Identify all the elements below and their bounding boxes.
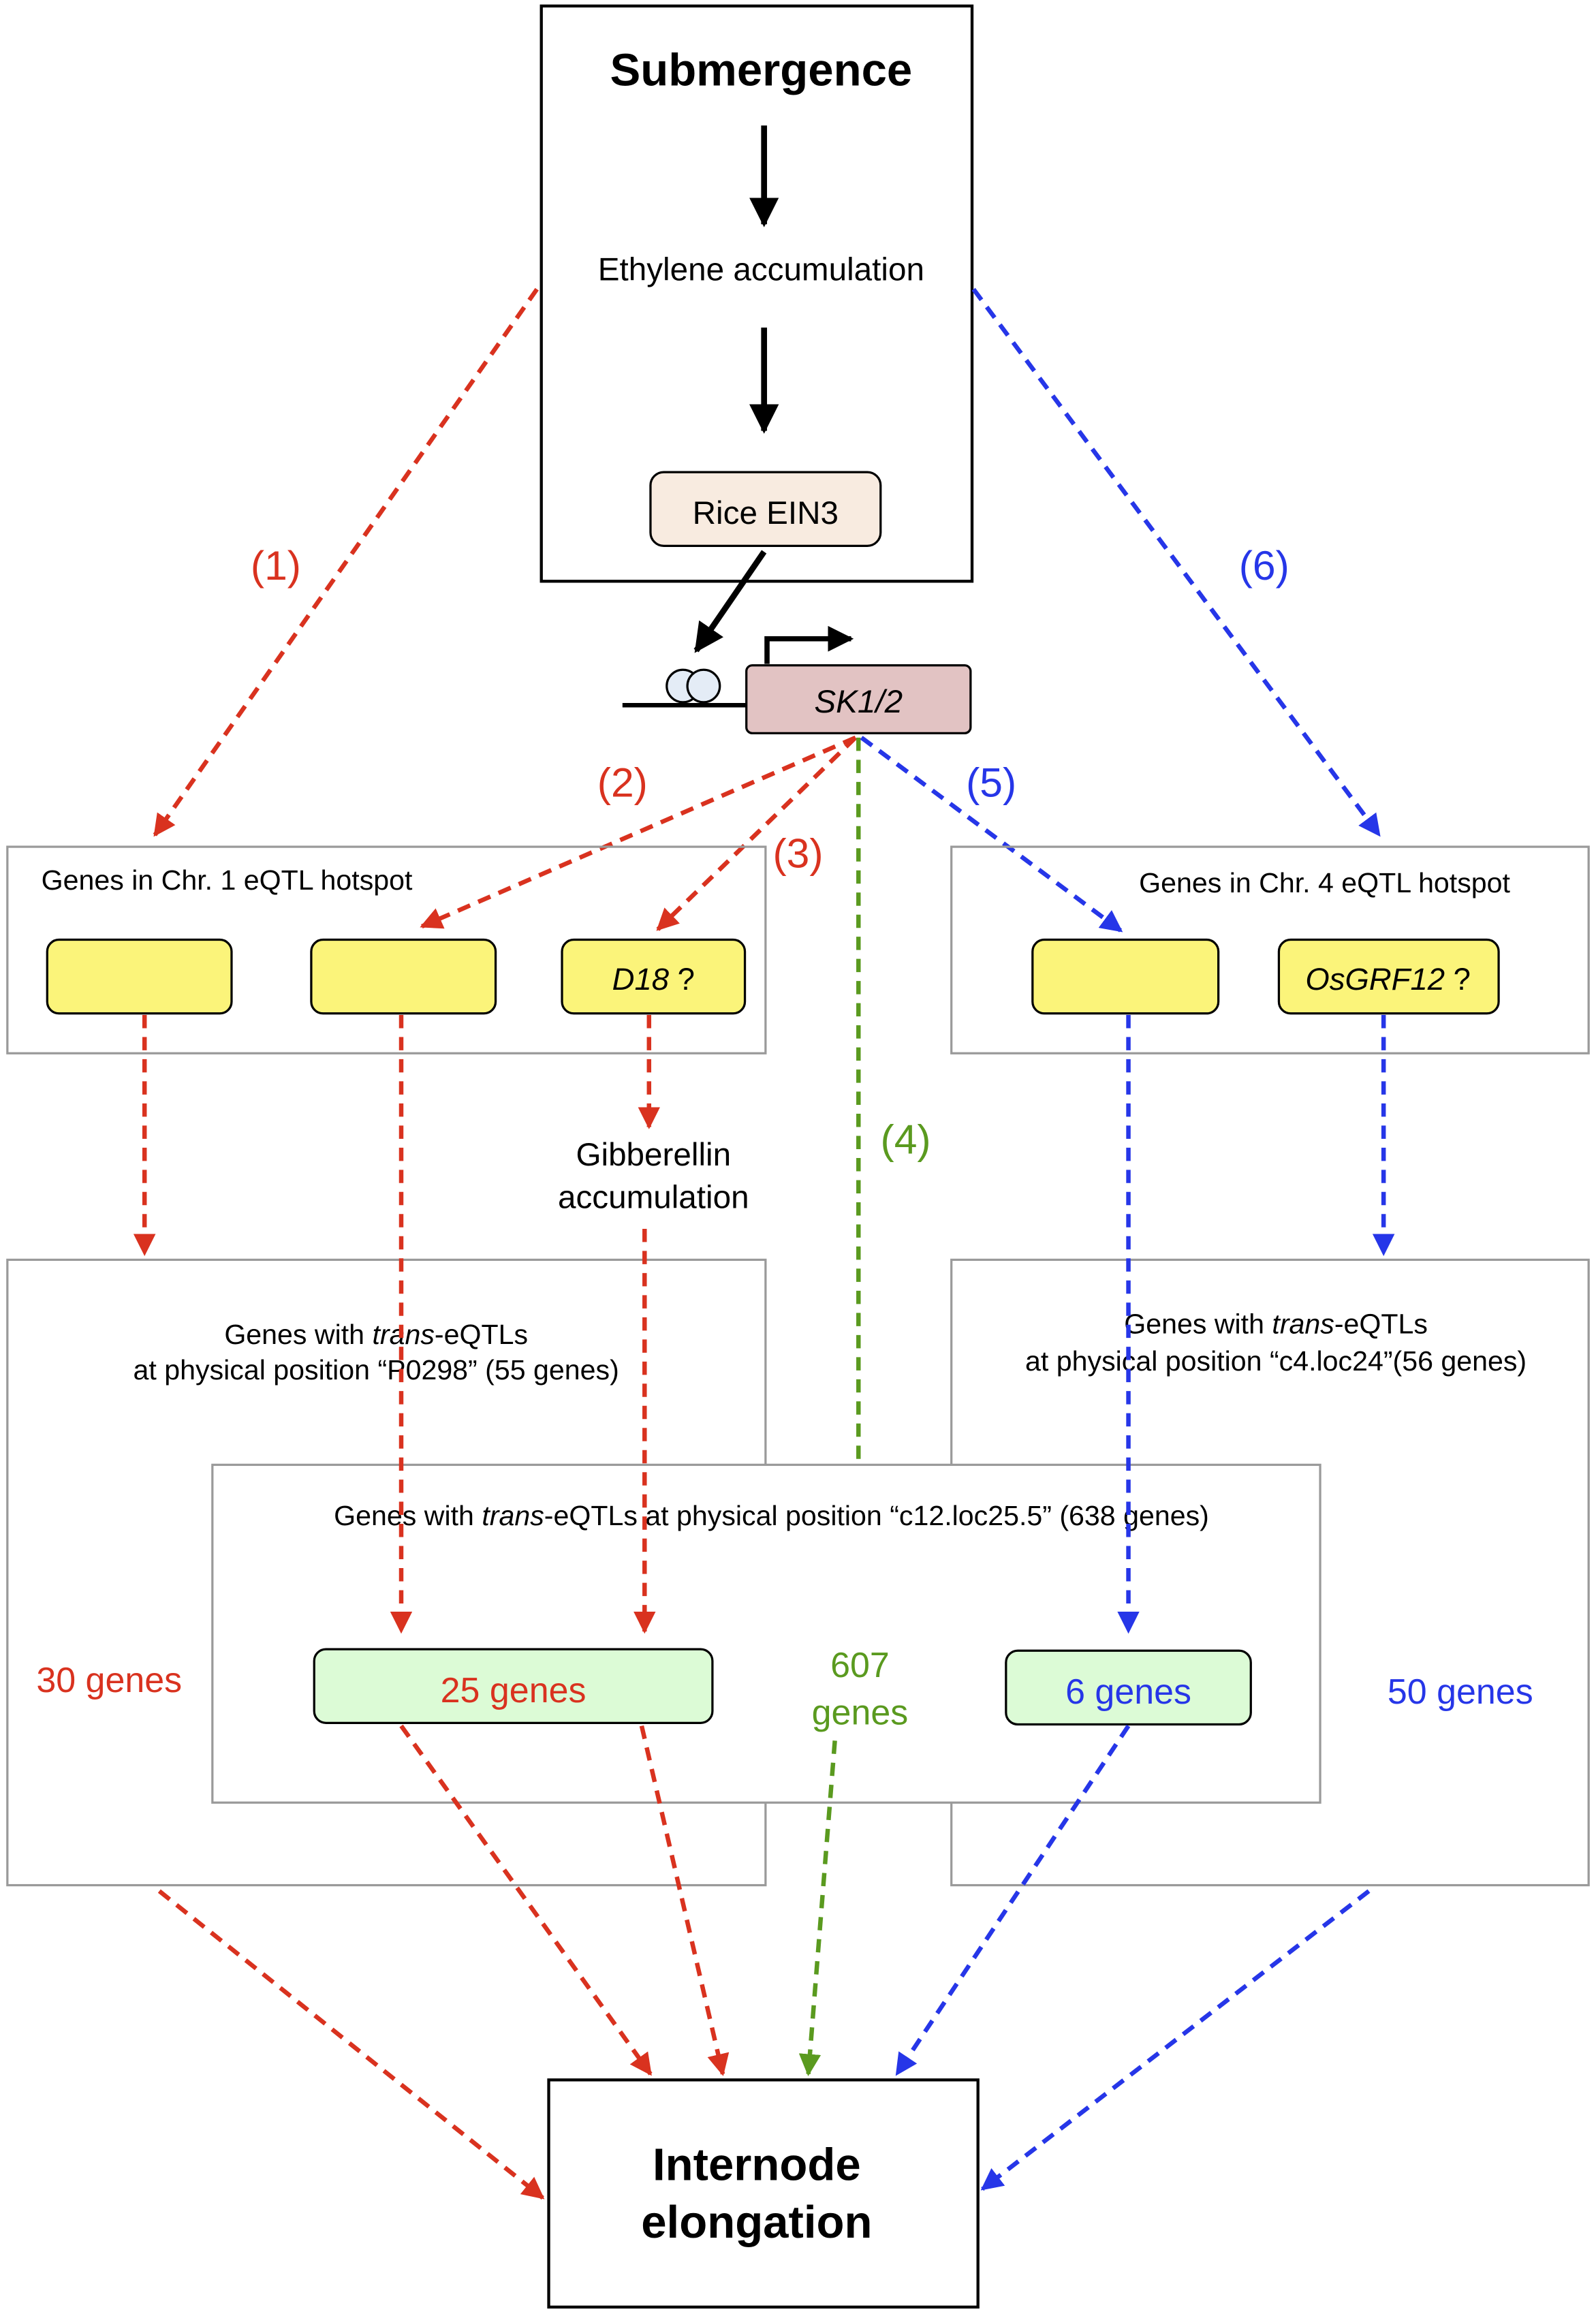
c4loc24-line1: Genes with trans-eQTLs bbox=[1124, 1309, 1428, 1340]
arrow-red-inner-left-to-elongation bbox=[399, 1724, 653, 2076]
label-path1: (1) bbox=[251, 542, 301, 589]
internode-line1: Internode bbox=[653, 2140, 861, 2191]
blue-outer-count: 50 genes bbox=[1388, 1672, 1533, 1712]
arrow-blue-outer-to-elongation bbox=[980, 1889, 1371, 2191]
green-count-word: genes bbox=[812, 1693, 909, 1733]
c12-italic: trans bbox=[482, 1500, 544, 1531]
chr1-hotspot-title: Genes in Chr. 1 eQTL hotspot bbox=[42, 864, 413, 896]
p0298-suffix: -eQTLs bbox=[435, 1319, 528, 1350]
arrow-ein3-to-promoter bbox=[693, 550, 767, 653]
chr1-gene-box-2 bbox=[310, 938, 497, 1015]
d18-box bbox=[561, 938, 747, 1015]
promoter-circle-right bbox=[686, 668, 721, 704]
chr1-hotspot-box bbox=[6, 845, 767, 1054]
arrow-path3 bbox=[656, 736, 858, 931]
osgrf12-label: OsGRF12 ? bbox=[1305, 962, 1471, 997]
ethylene-label: Ethylene accumulation bbox=[598, 252, 924, 288]
arrow-green-to-elongation bbox=[798, 1740, 837, 2076]
label-path3: (3) bbox=[772, 830, 823, 876]
c12-suffix: -eQTLs at physical position “c12.loc25.5… bbox=[544, 1500, 1209, 1531]
d18-name: D18 bbox=[612, 962, 670, 997]
red-inner-box bbox=[313, 1648, 714, 1724]
ein3-label: Rice EIN3 bbox=[693, 495, 839, 531]
c4-italic: trans bbox=[1272, 1309, 1334, 1340]
red-outer-count: 30 genes bbox=[36, 1661, 182, 1700]
d18-question: ? bbox=[669, 962, 695, 997]
label-path2: (2) bbox=[597, 759, 648, 805]
gibberellin-line2: accumulation bbox=[558, 1180, 749, 1216]
internode-box bbox=[547, 2078, 980, 2309]
arrow-path5 bbox=[860, 736, 1123, 933]
d18-label: D18 ? bbox=[612, 962, 695, 997]
p0298-prefix: Genes with bbox=[224, 1319, 372, 1350]
sk12-label: SK1/2 bbox=[814, 684, 903, 720]
chr4-hotspot-box bbox=[950, 845, 1590, 1054]
label-path5: (5) bbox=[966, 759, 1016, 805]
ein3-box bbox=[649, 471, 882, 547]
green-count-number: 607 bbox=[830, 1646, 890, 1685]
submergence-title: Submergence bbox=[610, 45, 912, 96]
arrow-path2 bbox=[420, 735, 857, 929]
blue-inner-box bbox=[1005, 1649, 1252, 1726]
blue-inner-count: 6 genes bbox=[1065, 1672, 1191, 1712]
c12-box bbox=[211, 1463, 1321, 1804]
sk12-box bbox=[745, 664, 972, 734]
arrow-red-outer-to-elongation bbox=[157, 1889, 545, 2200]
p0298-line1: Genes with trans-eQTLs bbox=[224, 1319, 528, 1350]
p0298-line2: at physical position “P0298” (55 genes) bbox=[134, 1354, 619, 1386]
c4-prefix: Genes with bbox=[1124, 1309, 1272, 1340]
chr4-gene-box-1 bbox=[1031, 938, 1220, 1015]
label-path6: (6) bbox=[1239, 542, 1289, 589]
c4-suffix: -eQTLs bbox=[1334, 1309, 1428, 1340]
transcription-start-arrow bbox=[764, 625, 854, 664]
arrow-path6 bbox=[971, 287, 1381, 837]
arrow-red-inner-right-to-elongation bbox=[639, 1725, 730, 2076]
gibberellin-line1: Gibberellin bbox=[576, 1137, 731, 1173]
chr1-gene-box-1 bbox=[46, 938, 233, 1015]
internode-line2: elongation bbox=[641, 2197, 872, 2248]
osgrf12-name: OsGRF12 bbox=[1305, 962, 1445, 997]
osgrf12-question: ? bbox=[1445, 962, 1471, 997]
chr4-hotspot-title: Genes in Chr. 4 eQTL hotspot bbox=[1139, 867, 1510, 898]
osgrf12-box bbox=[1277, 938, 1500, 1015]
arrow-blue-inner-to-elongation bbox=[894, 1724, 1131, 2076]
arrow-path1 bbox=[153, 287, 539, 837]
c4loc24-line2: at physical position “c4.loc24”(56 genes… bbox=[1025, 1345, 1527, 1377]
c12-prefix: Genes with bbox=[334, 1500, 482, 1531]
c12-title: Genes with trans-eQTLs at physical posit… bbox=[334, 1500, 1209, 1531]
label-path4: (4) bbox=[881, 1116, 931, 1163]
red-inner-count: 25 genes bbox=[441, 1671, 586, 1710]
